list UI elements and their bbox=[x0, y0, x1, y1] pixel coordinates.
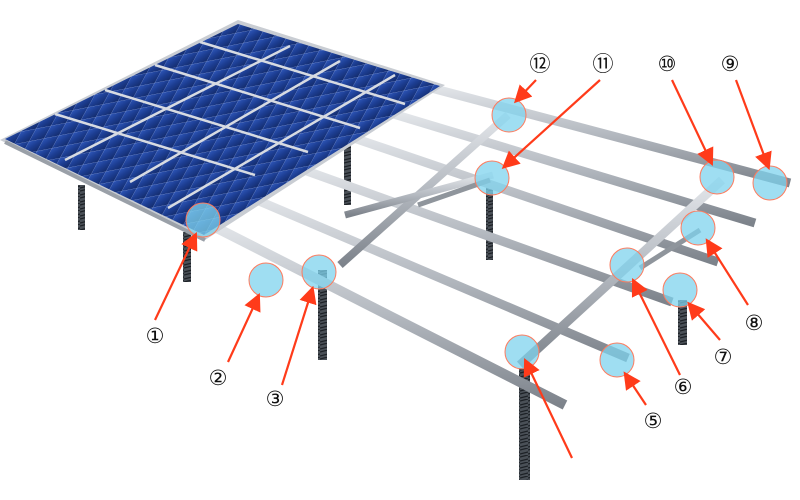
highlight-9 bbox=[752, 165, 788, 201]
arrow-4 bbox=[523, 358, 573, 459]
highlight-12 bbox=[491, 97, 527, 133]
highlight-11 bbox=[474, 160, 510, 196]
pile-6 bbox=[519, 368, 530, 480]
rail-6 bbox=[202, 217, 568, 410]
callout-8: ⑧ bbox=[745, 311, 764, 335]
rail-5 bbox=[243, 190, 630, 363]
highlight-2 bbox=[248, 262, 284, 298]
pile-5 bbox=[486, 185, 493, 260]
arrow-10 bbox=[671, 79, 714, 166]
pile-2 bbox=[183, 232, 191, 282]
arrow-9 bbox=[734, 79, 772, 171]
pile-1 bbox=[78, 185, 85, 230]
arrow-3 bbox=[280, 285, 317, 386]
highlight-1 bbox=[185, 202, 221, 238]
callout-labels: ① ② ③ ⑤ ⑥ ⑦ ⑧ ⑨ ⑩ ⑪ ⑫ bbox=[146, 52, 764, 433]
panel-front-edge bbox=[4, 140, 206, 242]
callout-2: ② bbox=[209, 366, 228, 390]
highlight-3 bbox=[301, 254, 337, 290]
pile-3 bbox=[318, 270, 327, 360]
callout-10: ⑩ bbox=[658, 52, 677, 76]
callout-6: ⑥ bbox=[674, 375, 693, 399]
highlight-8 bbox=[680, 210, 716, 246]
callout-12: ⑫ bbox=[530, 52, 551, 76]
highlight-7 bbox=[662, 272, 698, 308]
callout-9: ⑨ bbox=[721, 52, 740, 76]
callout-11: ⑪ bbox=[593, 52, 614, 76]
callout-1: ① bbox=[146, 324, 165, 348]
arrow-6 bbox=[631, 278, 681, 376]
highlight-markers bbox=[185, 97, 788, 378]
arrow-7 bbox=[687, 301, 721, 341]
leader-arrows bbox=[154, 79, 772, 459]
highlight-4 bbox=[504, 334, 540, 370]
rail-1 bbox=[418, 80, 792, 188]
panel-dividers bbox=[54, 40, 406, 210]
highlight-5 bbox=[599, 342, 635, 378]
highlight-6 bbox=[609, 247, 645, 283]
highlight-10 bbox=[699, 159, 735, 195]
arrow-11 bbox=[501, 79, 601, 169]
beam-middle bbox=[344, 171, 494, 219]
arrow-8 bbox=[705, 238, 749, 306]
solar-panel-array bbox=[0, 20, 445, 242]
callout-3: ③ bbox=[266, 387, 285, 411]
arrow-2 bbox=[227, 293, 261, 363]
pile-4 bbox=[344, 135, 351, 205]
ground-screw-piles bbox=[78, 135, 687, 480]
pile-7 bbox=[678, 300, 687, 345]
beam-back bbox=[337, 112, 511, 268]
callout-5: ⑤ bbox=[644, 409, 663, 433]
callout-7: ⑦ bbox=[714, 345, 733, 369]
arrow-1 bbox=[154, 232, 198, 321]
arrow-12 bbox=[513, 79, 537, 104]
arrow-5 bbox=[623, 371, 647, 406]
